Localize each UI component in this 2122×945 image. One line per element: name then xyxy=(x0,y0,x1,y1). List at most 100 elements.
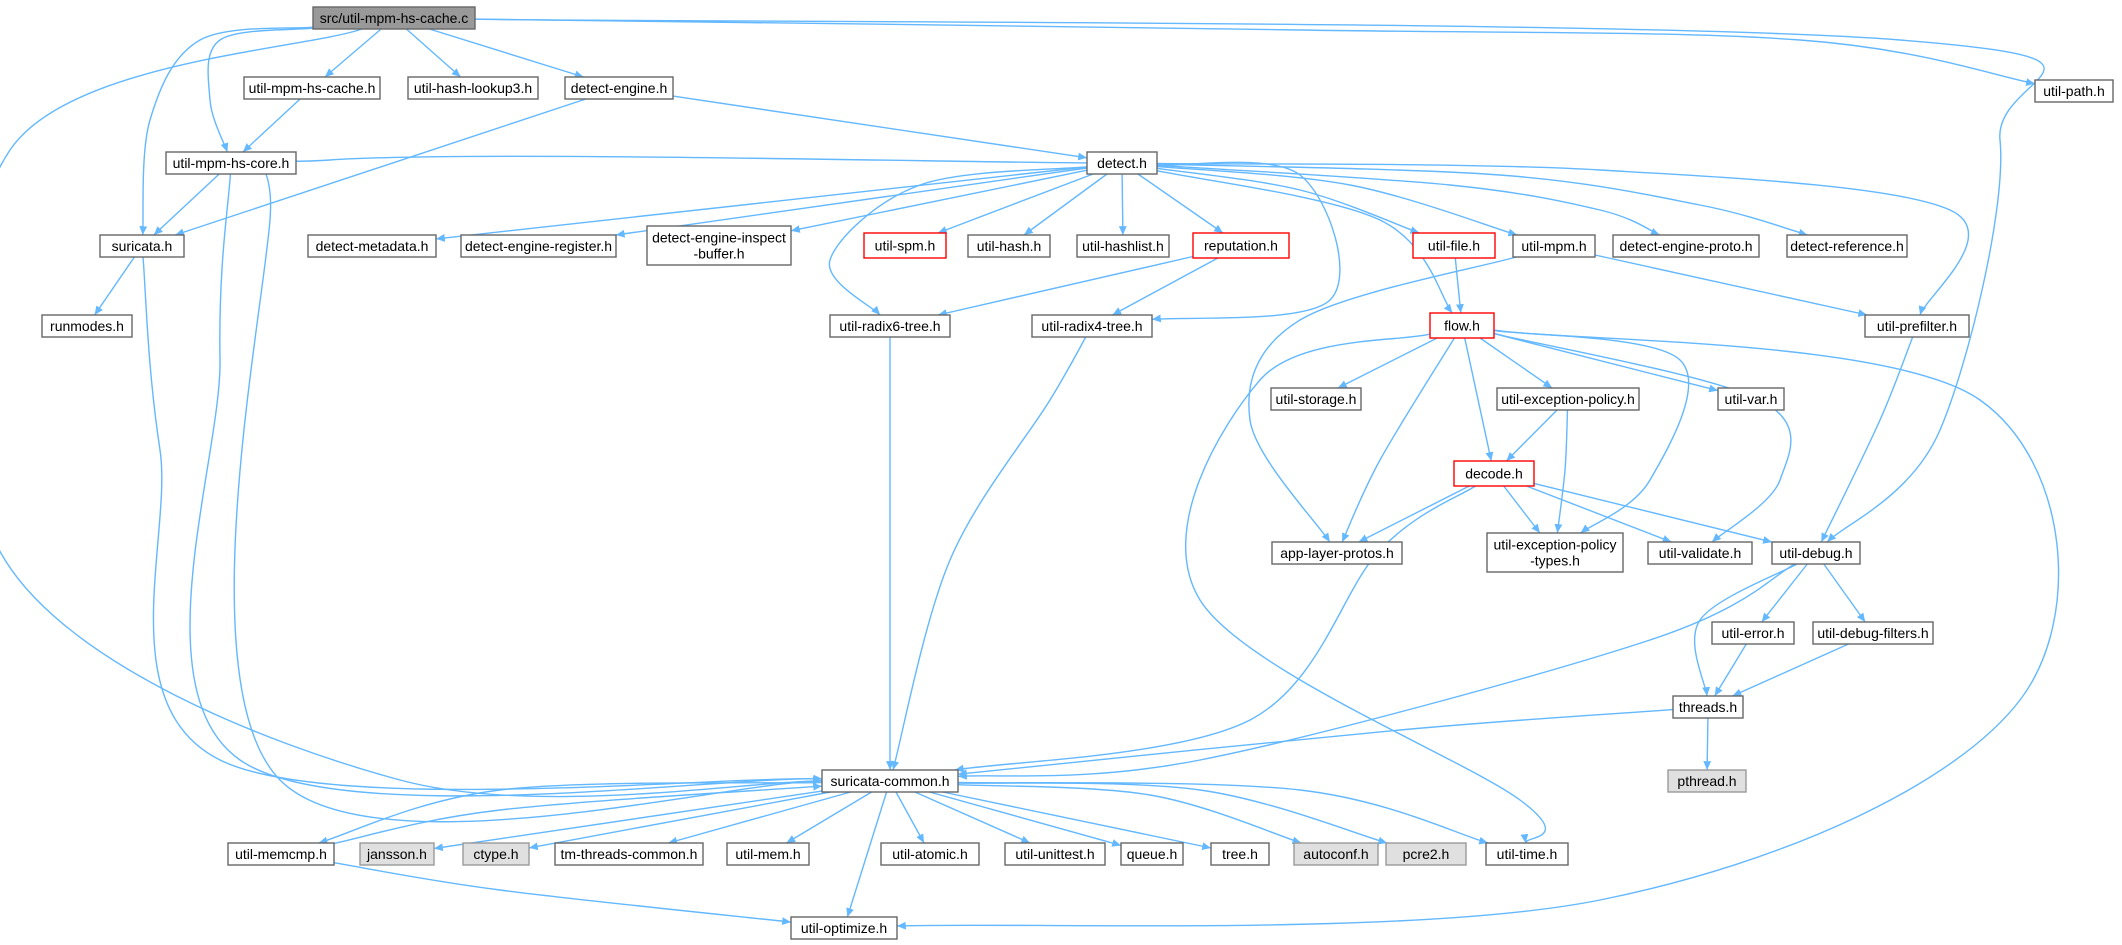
node-ctype[interactable]: ctype.h xyxy=(462,842,530,866)
edge-decode-to-util_debug xyxy=(1533,482,1773,544)
node-util-exc-policy[interactable]: util-exception-policy.h xyxy=(1496,387,1640,411)
node-util-debug-filters[interactable]: util-debug-filters.h xyxy=(1812,621,1934,645)
node-label: util-prefilter.h xyxy=(1877,318,1957,334)
node-label: app-layer-protos.h xyxy=(1280,545,1394,561)
node-label: util-optimize.h xyxy=(801,920,887,936)
node-label: util-storage.h xyxy=(1276,391,1357,407)
node-util-hashlist[interactable]: util-hashlist.h xyxy=(1076,234,1170,258)
node-util-exc-types[interactable]: util-exception-policy-types.h xyxy=(1486,532,1624,573)
edge-detect-to-util_hash xyxy=(1023,173,1108,236)
node-app-layer-protos[interactable]: app-layer-protos.h xyxy=(1271,541,1403,565)
node-box xyxy=(790,916,898,940)
edge-detect-to-util_file xyxy=(1156,167,1420,234)
node-detect-engine[interactable]: detect-engine.h xyxy=(564,76,674,100)
node-tm-threads-common[interactable]: tm-threads-common.h xyxy=(554,842,704,866)
edge-reputation-to-radix6 xyxy=(937,255,1194,317)
node-box xyxy=(1429,312,1495,339)
node-util-time[interactable]: util-time.h xyxy=(1485,842,1569,866)
node-box xyxy=(312,6,476,30)
edge-util_mpm-to-app_layer_protos xyxy=(1248,256,1517,543)
node-util-storage[interactable]: util-storage.h xyxy=(1270,387,1362,411)
node-util-debug[interactable]: util-debug.h xyxy=(1771,541,1861,565)
node-util-error[interactable]: util-error.h xyxy=(1711,621,1795,645)
node-label: reputation.h xyxy=(1204,238,1278,254)
node-box xyxy=(1864,314,1970,338)
node-runmodes[interactable]: runmodes.h xyxy=(41,314,133,338)
node-box xyxy=(646,225,792,266)
node-box xyxy=(1512,234,1596,258)
edge-detect-to-util_hashlist xyxy=(1118,173,1127,236)
node-box xyxy=(564,76,674,100)
edge-detect-to-radix4 xyxy=(1151,161,1341,323)
node-hscache-h[interactable]: util-mpm-hs-cache.h xyxy=(243,76,381,100)
node-box xyxy=(41,314,133,338)
edge-detect-to-detect_reference xyxy=(1156,163,1808,237)
node-util-memcmp[interactable]: util-memcmp.h xyxy=(227,842,335,866)
node-detect-engine-register[interactable]: detect-engine-register.h xyxy=(460,234,617,258)
node-detect-engine-proto[interactable]: detect-engine-proto.h xyxy=(1612,234,1760,258)
node-util-mem[interactable]: util-mem.h xyxy=(726,842,810,866)
node-util-var[interactable]: util-var.h xyxy=(1717,387,1785,411)
node-jansson[interactable]: jansson.h xyxy=(359,842,435,866)
node-util-atomic[interactable]: util-atomic.h xyxy=(880,842,980,866)
node-suricata[interactable]: suricata.h xyxy=(99,234,185,258)
node-util-validate[interactable]: util-validate.h xyxy=(1647,541,1753,565)
node-detect[interactable]: detect.h xyxy=(1086,151,1158,175)
node-autoconf[interactable]: autoconf.h xyxy=(1293,842,1379,866)
node-util-file[interactable]: util-file.h xyxy=(1412,232,1496,259)
node-threads[interactable]: threads.h xyxy=(1672,695,1744,719)
node-flow[interactable]: flow.h xyxy=(1429,312,1495,339)
node-label: util-error.h xyxy=(1721,625,1784,641)
node-detect-reference[interactable]: detect-reference.h xyxy=(1786,234,1908,258)
node-detect-engine-inspect[interactable]: detect-engine-inspect-buffer.h xyxy=(646,225,792,266)
node-queue[interactable]: queue.h xyxy=(1120,842,1184,866)
node-box xyxy=(863,232,947,259)
node-box xyxy=(821,769,959,793)
node-box xyxy=(407,76,539,100)
nodes-layer: src/util-mpm-hs-cache.c util-mpm-hs-cache… xyxy=(41,6,2114,940)
node-radix4[interactable]: util-radix4-tree.h xyxy=(1031,314,1153,338)
node-util-hash[interactable]: util-hash.h xyxy=(967,234,1051,258)
node-box xyxy=(1486,532,1624,573)
edge-flow-to-util_time xyxy=(1184,333,1547,844)
node-tree[interactable]: tree.h xyxy=(1210,842,1270,866)
edge-flow-to-util_var xyxy=(1493,332,1719,393)
node-hscore[interactable]: util-mpm-hs-core.h xyxy=(165,151,297,175)
edge-threads-to-suricata_common xyxy=(957,708,1674,778)
node-box xyxy=(1496,387,1640,411)
node-suricata-common[interactable]: suricata-common.h xyxy=(821,769,959,793)
node-label: queue.h xyxy=(1127,846,1178,862)
node-label: autoconf.h xyxy=(1303,846,1368,862)
edge-root-to-util_debug xyxy=(474,18,2045,543)
node-radix6[interactable]: util-radix6-tree.h xyxy=(829,314,951,338)
node-hashlookup3[interactable]: util-hash-lookup3.h xyxy=(407,76,539,100)
edge-suricata_common-to-queue xyxy=(929,791,1122,847)
node-label: util-exception-policy.h xyxy=(1501,391,1635,407)
node-util-mpm[interactable]: util-mpm.h xyxy=(1512,234,1596,258)
node-decode[interactable]: decode.h xyxy=(1453,460,1535,487)
node-box xyxy=(1812,621,1934,645)
edge-decode-to-util_exc_types xyxy=(1503,485,1541,534)
node-label: util-var.h xyxy=(1725,391,1778,407)
edge-util_debug-to-threads xyxy=(1693,563,1798,697)
node-util-path[interactable]: util-path.h xyxy=(2034,79,2114,103)
node-label: util-hash-lookup3.h xyxy=(414,80,532,96)
node-label: util-debug-filters.h xyxy=(1817,625,1928,641)
node-detect-metadata[interactable]: detect-metadata.h xyxy=(307,234,437,258)
node-label: suricata.h xyxy=(112,238,173,254)
node-box xyxy=(99,234,185,258)
edge-detect-to-suricata_common xyxy=(233,154,1088,823)
node-pthread[interactable]: pthread.h xyxy=(1667,769,1747,793)
node-pcre2[interactable]: pcre2.h xyxy=(1385,842,1467,866)
node-util-prefilter[interactable]: util-prefilter.h xyxy=(1864,314,1970,338)
node-label: util-validate.h xyxy=(1659,545,1742,561)
edge-radix4-to-suricata_common xyxy=(891,336,1087,771)
node-label: util-mpm.h xyxy=(1521,238,1586,254)
node-reputation[interactable]: reputation.h xyxy=(1192,232,1290,259)
node-util-optimize[interactable]: util-optimize.h xyxy=(790,916,898,940)
node-util-spm[interactable]: util-spm.h xyxy=(863,232,947,259)
node-box xyxy=(1717,387,1785,411)
node-util-unittest[interactable]: util-unittest.h xyxy=(1004,842,1106,866)
node-root[interactable]: src/util-mpm-hs-cache.c xyxy=(312,6,476,30)
